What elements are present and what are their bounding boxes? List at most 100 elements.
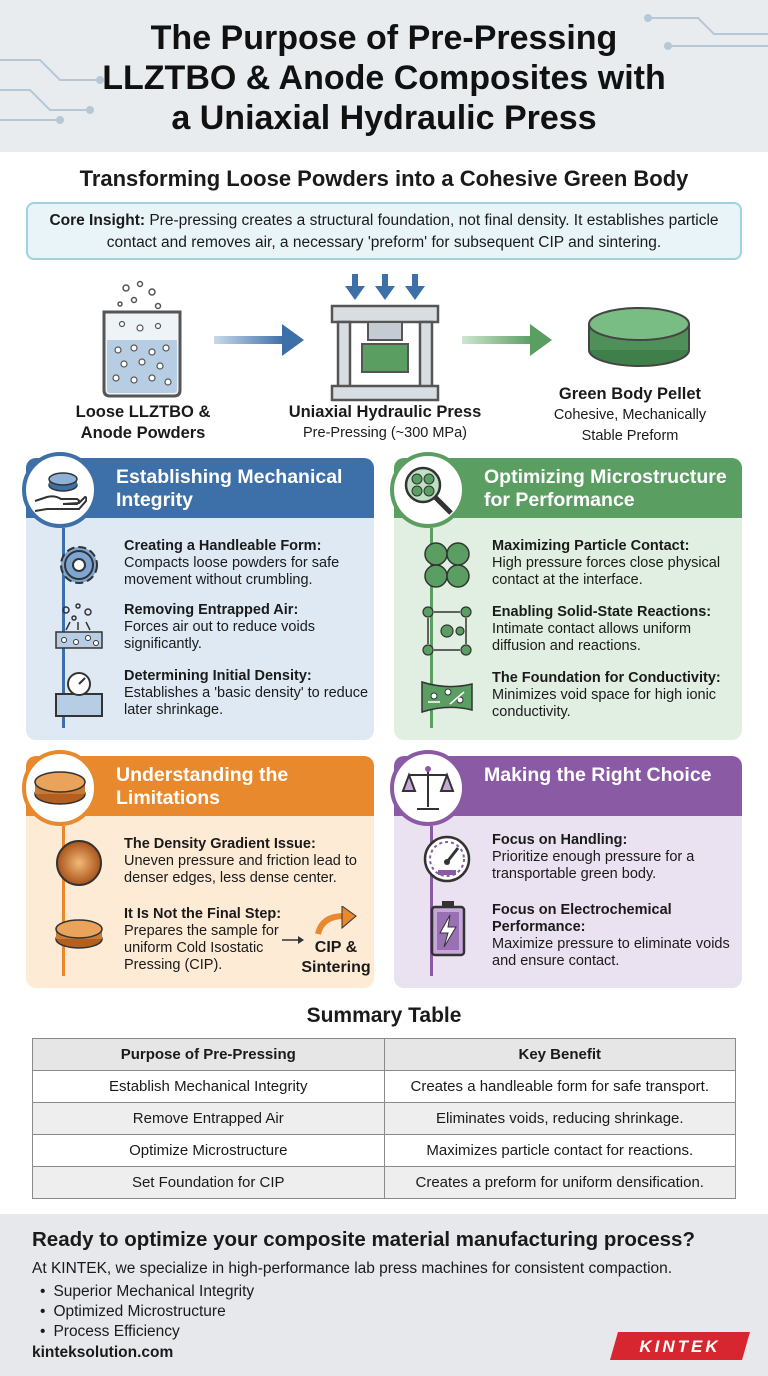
table-row: Establish Mechanical Integrity Creates a…: [32, 1070, 736, 1103]
pellet-label-sub-1: Cohesive, Mechanically: [553, 407, 707, 423]
header-banner: The Purpose of Pre-Pressing LLZTBO & Ano…: [0, 0, 768, 152]
item-heading: Enabling Solid-State Reactions:: [492, 604, 712, 620]
title-line-2: LLZTBO & Anode Composites with: [102, 59, 666, 97]
hydraulic-press-icon: [330, 274, 440, 402]
orange-pellet-icon: [22, 750, 98, 826]
core-insight-label: Core Insight:: [49, 212, 146, 229]
card-connector-line: [62, 528, 65, 728]
next-step-label: CIP & Sintering: [298, 938, 374, 978]
list-item: Optimized Microstructure: [40, 1302, 254, 1322]
mechanical-item-2: Removing Entrapped Air:Forces air out to…: [48, 602, 374, 662]
item-body: Prepares the sample for uniform Cold Iso…: [124, 923, 279, 973]
arrow-right-green-icon: [462, 324, 552, 356]
diffusion-reaction-icon: [416, 604, 478, 658]
mechanical-item-3: Determining Initial Density:Establishes …: [48, 668, 374, 728]
choice-item-2: Focus on Electrochemical Performance:Max…: [416, 901, 742, 969]
next-step-line-1: CIP &: [314, 939, 358, 956]
limitations-item-1: The Density Gradient Issue:Uneven pressu…: [48, 836, 374, 896]
mechanical-item-1: Creating a Handleable Form:Compacts loos…: [48, 538, 374, 598]
table-cell: Maximizes particle contact for reactions…: [383, 1134, 736, 1167]
density-gradient-icon: [48, 836, 110, 890]
item-heading: Determining Initial Density:: [124, 668, 312, 684]
table-cell: Set Foundation for CIP: [32, 1166, 385, 1199]
core-insight-text: Pre-pressing creates a structural founda…: [106, 212, 719, 251]
item-body: High pressure forces close physical cont…: [492, 555, 721, 588]
summary-table: Purpose of Pre-Pressing Key Benefit Esta…: [32, 1038, 736, 1199]
item-body: Compacts loose powders for safe movement…: [124, 555, 340, 588]
battery-charge-icon: [416, 901, 478, 957]
microstructure-item-2: Enabling Solid-State Reactions:Intimate …: [416, 604, 742, 664]
benefit-list: Superior Mechanical Integrity Optimized …: [40, 1282, 254, 1342]
item-body: Prioritize enough pressure for a transpo…: [492, 849, 695, 882]
circuit-decoration-left: [0, 59, 104, 124]
item-body: Maximize pressure to eliminate voids and…: [492, 936, 730, 969]
cta-description: At KINTEK, we specialize in high-perform…: [32, 1260, 673, 1277]
powder-label-line-1: Loose LLZTBO &: [75, 403, 211, 421]
summary-table-title: Summary Table: [306, 1004, 462, 1027]
press-label-title: Uniaxial Hydraulic Press: [288, 403, 482, 421]
item-heading: The Density Gradient Issue:: [124, 836, 316, 852]
cta-question: Ready to optimize your composite materia…: [32, 1228, 695, 1251]
title-line-1: The Purpose of Pre-Pressing: [150, 19, 618, 57]
core-insight-box: Core Insight: Pre-pressing creates a str…: [26, 202, 742, 260]
card-title: Optimizing Microstructure for Performanc…: [484, 466, 727, 511]
powder-label-line-2: Anode Powders: [80, 424, 206, 442]
pellet-label-title: Green Body Pellet: [558, 385, 702, 403]
ionic-flow-icon: [416, 670, 478, 724]
hand-holding-pellet-icon: [22, 452, 98, 528]
item-body: Intimate contact allows uniform diffusio…: [492, 621, 692, 654]
item-heading: Removing Entrapped Air:: [124, 602, 299, 618]
item-body: Establishes a 'basic density' to reduce …: [124, 685, 369, 718]
choice-item-1: Focus on Handling:Prioritize enough pres…: [416, 832, 742, 892]
arrow-right-blue-icon: [214, 324, 304, 356]
air-bubbles-icon: [48, 602, 110, 656]
green-pellet-icon: [588, 307, 690, 367]
table-header-row: Purpose of Pre-Pressing Key Benefit: [32, 1038, 736, 1071]
table-cell: Creates a preform for uniform densificat…: [383, 1166, 736, 1199]
table-header-cell: Purpose of Pre-Pressing: [32, 1038, 385, 1071]
title-line-3: a Uniaxial Hydraulic Press: [171, 99, 597, 137]
item-body: Minimizes void space for high ionic cond…: [492, 687, 717, 720]
card-connector-line: [62, 826, 65, 976]
card-title: Understanding the Limitations: [116, 764, 289, 809]
table-row: Remove Entrapped Air Eliminates voids, r…: [32, 1102, 736, 1135]
microstructure-card: Optimizing Microstructure for Performanc…: [390, 452, 742, 740]
item-heading: Maximizing Particle Contact:: [492, 538, 690, 554]
speedometer-icon: [416, 832, 478, 886]
pressure-gauge-icon: [48, 668, 110, 722]
balance-scale-icon: [390, 750, 466, 826]
magnifier-particles-icon: [390, 452, 466, 528]
table-cell: Eliminates voids, reducing shrinkage.: [383, 1102, 736, 1135]
card-title: Making the Right Choice: [484, 764, 712, 786]
circuit-decoration-right: [644, 14, 768, 50]
table-cell: Optimize Microstructure: [32, 1134, 385, 1167]
press-label-subtitle: Pre-Pressing (~300 MPa): [303, 425, 467, 441]
website-link[interactable]: kinteksolution.com: [32, 1344, 174, 1361]
card-title: Establishing Mechanical Integrity: [116, 466, 343, 511]
kintek-logo[interactable]: KINTEK: [610, 1332, 750, 1360]
limitations-card: Understanding the Limitations The Densit…: [22, 750, 374, 988]
item-heading: Focus on Electrochemical Performance:: [492, 902, 672, 935]
microstructure-item-1: Maximizing Particle Contact:High pressur…: [416, 538, 742, 598]
card-connector-line: [430, 528, 433, 728]
arrow-right-small-icon: [282, 936, 304, 944]
pellet-label: Green Body Pellet Cohesive, Mechanically…: [530, 384, 730, 447]
table-header-cell: Key Benefit: [383, 1038, 736, 1071]
item-heading: Focus on Handling:: [492, 832, 628, 848]
item-heading: The Foundation for Conductivity:: [492, 670, 721, 686]
card-connector-line: [430, 826, 433, 976]
curved-arrow-icon: [315, 906, 357, 935]
item-body: Uneven pressure and friction lead to den…: [124, 853, 357, 886]
table-row: Set Foundation for CIP Creates a preform…: [32, 1166, 736, 1199]
gear-icon: [48, 538, 110, 592]
item-body: Forces air out to reduce voids significa…: [124, 619, 316, 652]
page-title: The Purpose of Pre-Pressing LLZTBO & Ano…: [0, 18, 768, 138]
next-step-line-2: Sintering: [301, 959, 371, 976]
right-choice-card: Making the Right Choice Focus on Handlin…: [390, 750, 742, 988]
table-cell: Remove Entrapped Air: [32, 1102, 385, 1135]
item-heading: Creating a Handleable Form:: [124, 538, 322, 554]
powder-label: Loose LLZTBO & Anode Powders: [50, 402, 236, 444]
press-label: Uniaxial Hydraulic Press Pre-Pressing (~…: [270, 402, 500, 444]
item-heading: It Is Not the Final Step:: [124, 906, 282, 922]
microstructure-item-3: The Foundation for Conductivity:Minimize…: [416, 670, 742, 730]
